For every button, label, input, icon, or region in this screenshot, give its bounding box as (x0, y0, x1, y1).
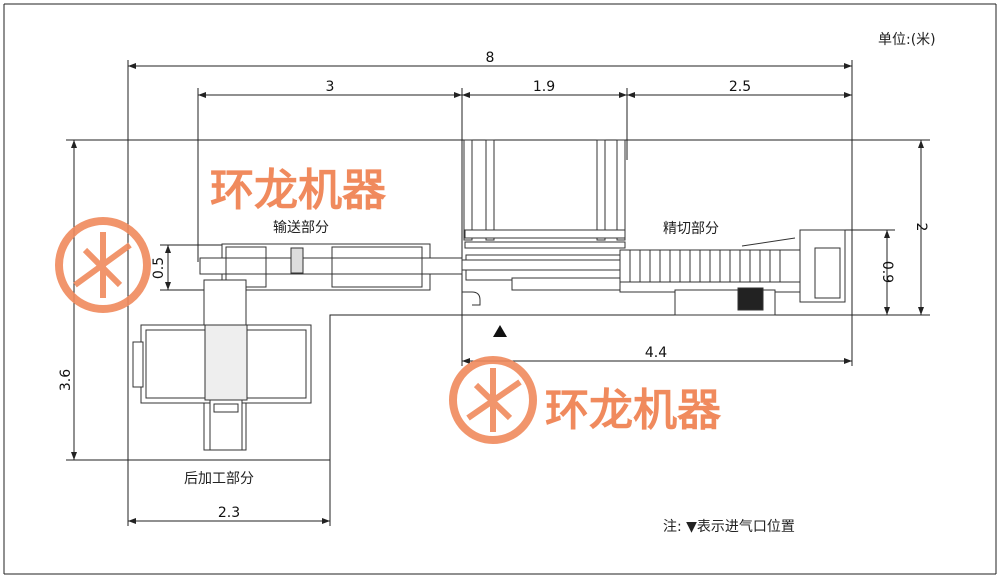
dimension-lines (71, 63, 924, 524)
conveyor-machine (199, 243, 463, 291)
dim-lower-length: 4.4 (645, 345, 667, 361)
dim-right-length: 2.5 (729, 79, 751, 95)
note-text: 注: ▼表示进气口位置 (663, 519, 795, 535)
section-label-post-processing: 后加工部分 (184, 471, 254, 487)
fine-cut-machine (461, 139, 846, 316)
post-processing-machine (132, 279, 312, 451)
air-inlet-marker-icon (493, 325, 507, 337)
watermark-text: 环龙机器 (545, 385, 722, 436)
section-label-conveyor: 输送部分 (273, 220, 329, 236)
dim-conveyor-width: 0.5 (151, 257, 167, 279)
dim-right-height: 2 (913, 223, 929, 232)
dim-mid-length: 1.9 (533, 79, 555, 95)
dim-cutter-width: 0.9 (879, 261, 895, 283)
drawing-frame (3, 3, 997, 575)
unit-label: 单位:(米) (878, 32, 936, 48)
section-label-fine-cut: 精切部分 (663, 221, 719, 237)
watermark-logo (449, 356, 537, 444)
watermark-text: 环龙机器 (210, 165, 387, 216)
watermark-logo (55, 217, 151, 313)
dim-total-length: 8 (486, 50, 495, 66)
dim-post-width: 2.3 (218, 505, 240, 521)
dim-conveyor-length: 3 (326, 79, 335, 95)
dim-total-height: 3.6 (58, 369, 74, 391)
